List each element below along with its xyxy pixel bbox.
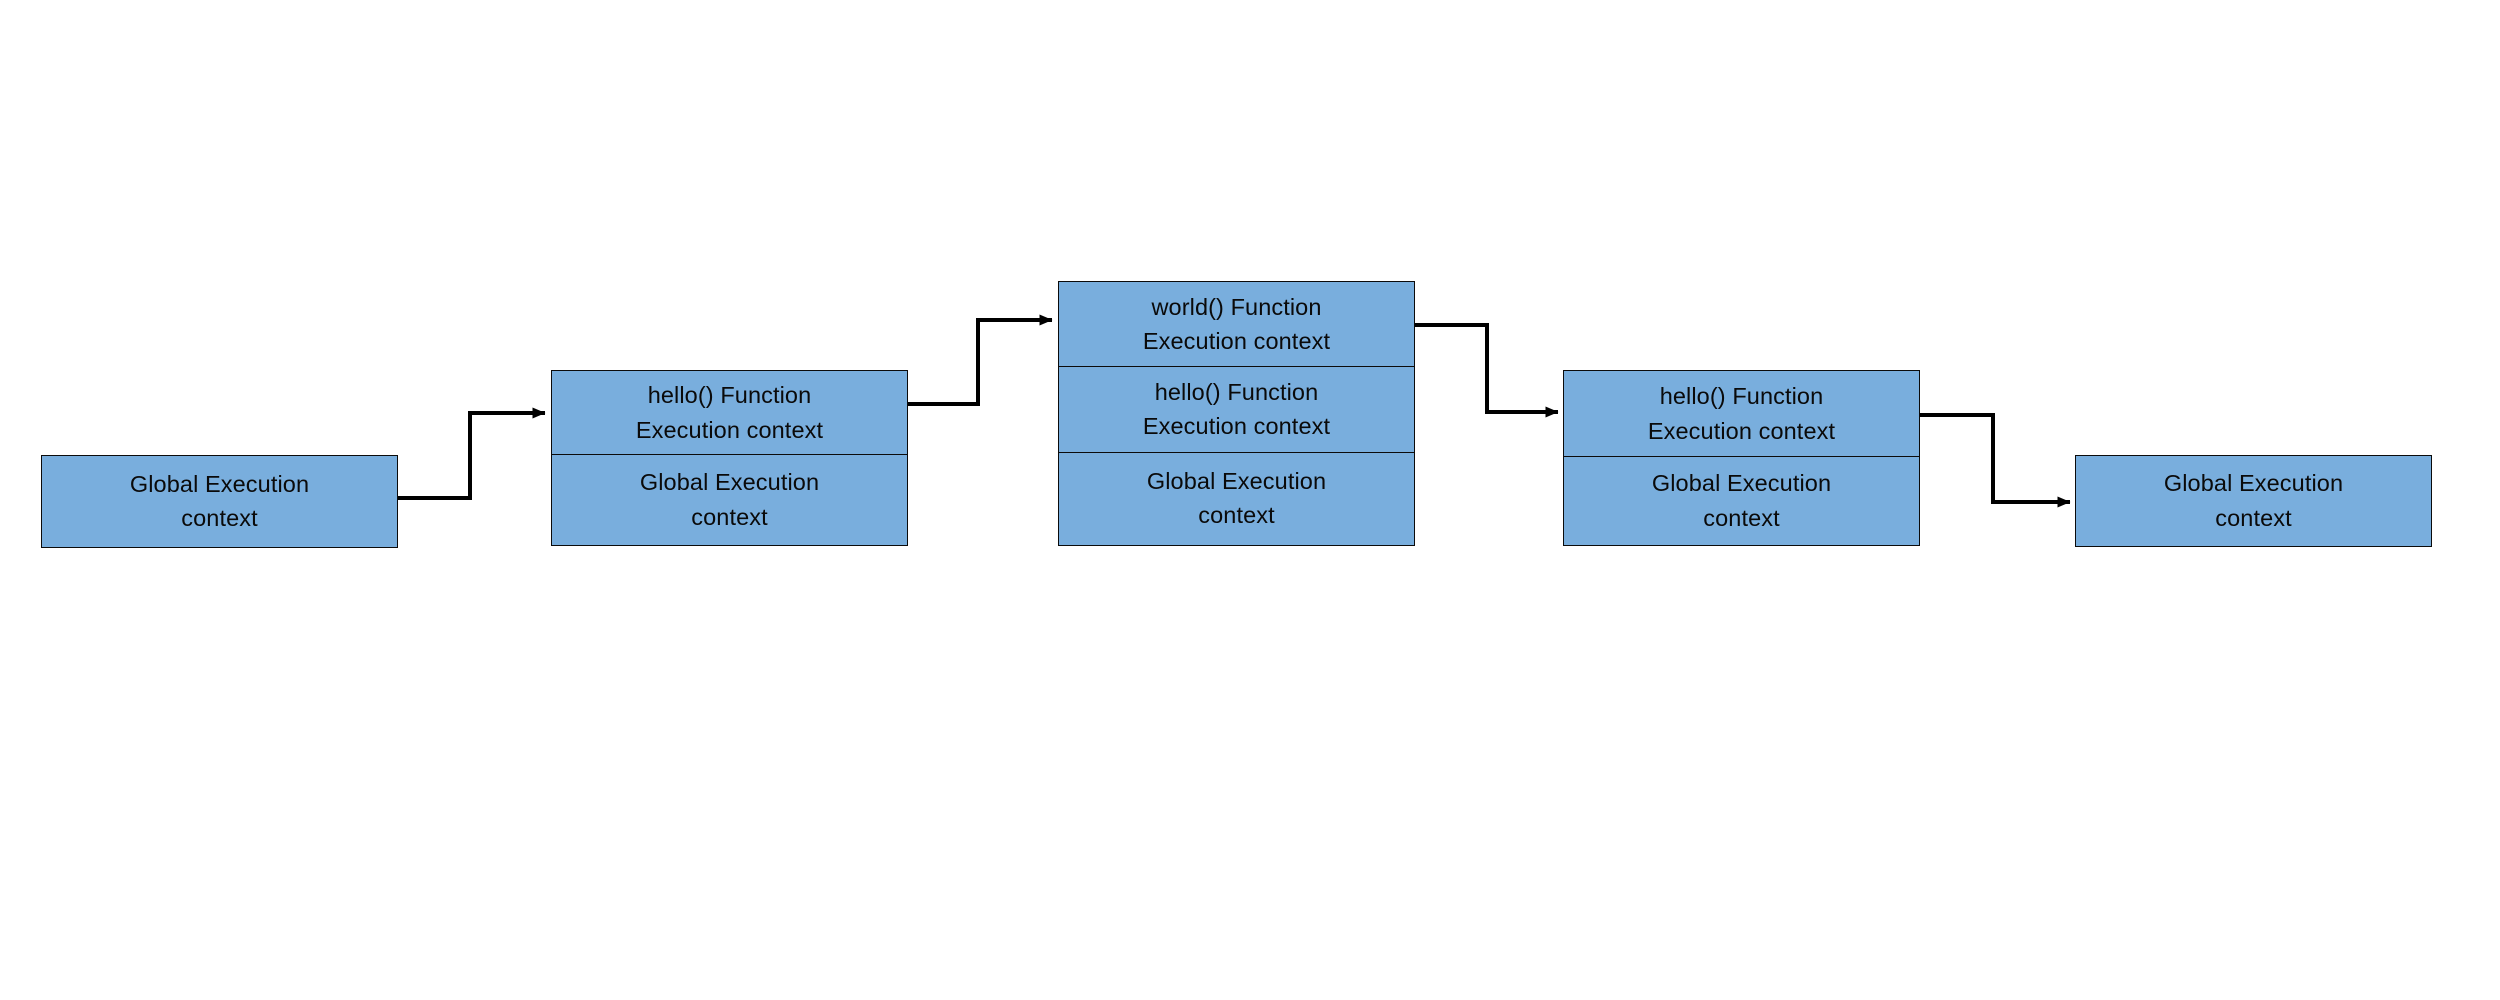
frame-line-1: hello() Function [647, 382, 812, 409]
connector-4 [1920, 413, 2071, 508]
connector-2 [908, 314, 1053, 406]
frame-world-function-execution-context[interactable]: world() Function Execution context [1058, 281, 1415, 368]
frame-line-1: world() Function [1151, 293, 1322, 320]
frame-global-execution-context[interactable]: Global Execution context [1563, 456, 1920, 546]
frame-global-execution-context[interactable]: Global Execution context [2075, 455, 2432, 547]
frame-line-1: Global Execution [1146, 468, 1327, 495]
frame-line-1: hello() Function [1659, 383, 1824, 410]
frame-line-2: Execution context [1647, 417, 1836, 444]
connector-3 [1415, 323, 1559, 418]
frame-line-1: Global Execution [639, 469, 820, 496]
frame-line-2: Execution context [1142, 413, 1331, 440]
frame-hello-function-execution-context[interactable]: hello() Function Execution context [1563, 370, 1920, 458]
stack-2[interactable]: hello() Function Execution context Globa… [551, 370, 908, 546]
frame-global-execution-context[interactable]: Global Execution context [1058, 451, 1415, 546]
frame-line-2: Execution context [635, 416, 824, 443]
connector-1 [398, 407, 546, 500]
frame-line-2: context [691, 503, 768, 530]
frame-global-execution-context[interactable]: Global Execution context [41, 455, 398, 548]
frame-line-2: Execution context [1142, 328, 1331, 354]
stack-4[interactable]: hello() Function Execution context Globa… [1563, 370, 1920, 546]
frame-line-1: Global Execution [129, 470, 310, 497]
stack-1[interactable]: Global Execution context [41, 455, 398, 548]
frame-line-1: hello() Function [1154, 379, 1319, 406]
frame-global-execution-context[interactable]: Global Execution context [551, 454, 908, 546]
frame-line-2: context [181, 505, 258, 531]
stack-5[interactable]: Global Execution context [2075, 455, 2432, 547]
frame-hello-function-execution-context[interactable]: hello() Function Execution context [551, 370, 908, 456]
frame-line-1: Global Execution [1651, 470, 1832, 497]
frame-line-2: context [1198, 502, 1275, 529]
frame-hello-function-execution-context[interactable]: hello() Function Execution context [1058, 366, 1415, 454]
frame-line-1: Global Execution [2163, 470, 2344, 497]
frame-line-2: context [2215, 504, 2292, 531]
stack-3[interactable]: world() Function Execution context hello… [1058, 281, 1415, 546]
frame-line-2: context [1703, 504, 1780, 531]
